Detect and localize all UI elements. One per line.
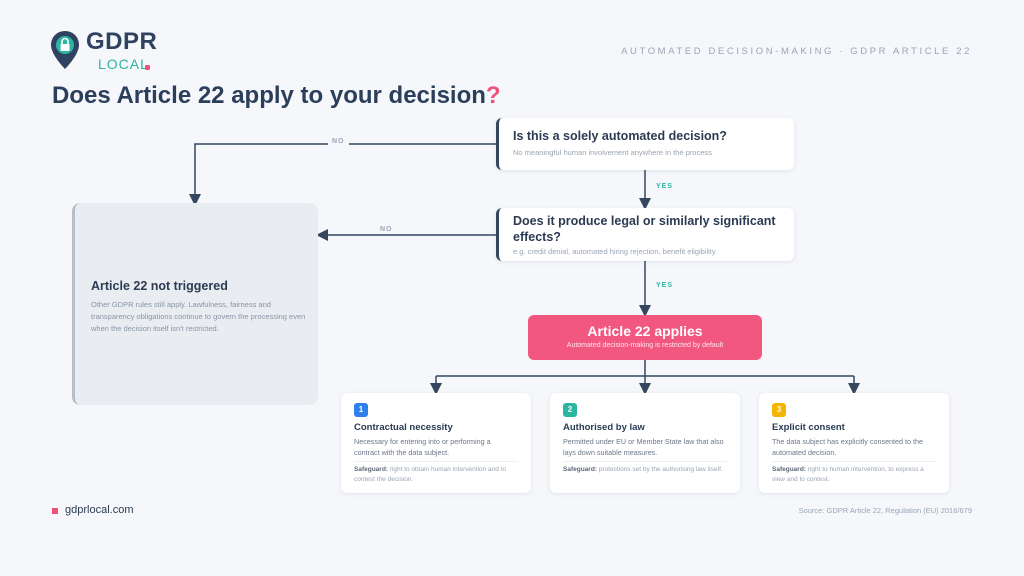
- divider: [563, 461, 727, 462]
- label-yes-q1: YES: [656, 183, 674, 190]
- outcome-not-triggered: Article 22 not triggered Other GDPR rule…: [72, 203, 318, 405]
- label-no-q2: NO: [376, 226, 397, 233]
- outcome-text: Other GDPR rules still apply. Lawfulness…: [91, 300, 306, 333]
- safeguard-text: protections set by the authorising law i…: [598, 466, 723, 473]
- route-text: The data subject has explicitly consente…: [772, 437, 924, 457]
- route-explicit-consent: 3 Explicit consent The data subject has …: [759, 393, 949, 493]
- route-safeguard: Safeguard: protections set by the author…: [563, 465, 727, 475]
- divider: [772, 461, 936, 462]
- route-title: Explicit consent: [772, 422, 845, 433]
- route-title: Authorised by law: [563, 422, 645, 433]
- route-number-badge: 3: [772, 403, 786, 417]
- route-text: Permitted under EU or Member State law t…: [563, 437, 724, 457]
- route-safeguard: Safeguard: right to human intervention, …: [772, 465, 936, 485]
- route-authorised-by-law: 2 Authorised by law Permitted under EU o…: [550, 393, 740, 493]
- connector-q1-no: [189, 143, 496, 206]
- question-subtitle: e.g. credit denial, automated hiring rej…: [513, 247, 716, 256]
- route-safeguard: Safeguard: right to obtain human interve…: [354, 465, 518, 485]
- divider: [354, 461, 518, 462]
- footer-bullet: [52, 508, 58, 514]
- footer-website-link[interactable]: gdprlocal.com: [65, 504, 134, 516]
- outcome-title: Article 22 not triggered: [91, 279, 228, 293]
- applies-subtitle: Automated decision-making is restricted …: [566, 342, 724, 349]
- safeguard-label: Safeguard:: [772, 466, 806, 473]
- brand-name: GDPR: [86, 28, 158, 55]
- question-title: Does it produce legal or similarly signi…: [513, 214, 776, 244]
- page-title: Does Article 22 apply to your decision?: [52, 82, 501, 110]
- footer-source: Source: GDPR Article 22, Regulation (EU)…: [798, 506, 972, 515]
- route-title: Contractual necessity: [354, 422, 453, 433]
- safeguard-label: Safeguard:: [563, 466, 597, 473]
- safeguard-text: right to obtain human intervention and t…: [354, 466, 507, 483]
- page-title-mark: ?: [485, 82, 501, 109]
- question-subtitle: No meaningful human involvement anywhere…: [513, 148, 712, 157]
- outcome-applies: Article 22 applies Automated decision-ma…: [528, 315, 762, 360]
- safeguard-label: Safeguard:: [354, 466, 388, 473]
- location-lock-logo-icon: [51, 31, 79, 69]
- route-text: Necessary for entering into or performin…: [354, 437, 491, 457]
- route-contractual-necessity: 1 Contractual necessity Necessary for en…: [341, 393, 531, 493]
- question-legal-effects: Does it produce legal or similarly signi…: [496, 208, 794, 261]
- brand-dot: [145, 65, 150, 70]
- header-tag: AUTOMATED DECISION-MAKING · GDPR ARTICLE…: [621, 46, 972, 57]
- brand-sub: LOCAL: [98, 56, 149, 72]
- label-no-q1: NO: [328, 138, 349, 145]
- safeguard-text: right to human intervention, to express …: [772, 466, 924, 483]
- label-yes-q2: YES: [656, 282, 674, 289]
- connector-applies-branch: [436, 360, 854, 377]
- route-number-badge: 2: [563, 403, 577, 417]
- applies-title: Article 22 applies: [587, 323, 703, 339]
- question-solely-automated: Is this a solely automated decision? No …: [496, 118, 794, 170]
- route-number-badge: 1: [354, 403, 368, 417]
- page-title-text: Does Article 22 apply to your decision: [52, 82, 486, 109]
- question-title: Is this a solely automated decision?: [513, 129, 727, 143]
